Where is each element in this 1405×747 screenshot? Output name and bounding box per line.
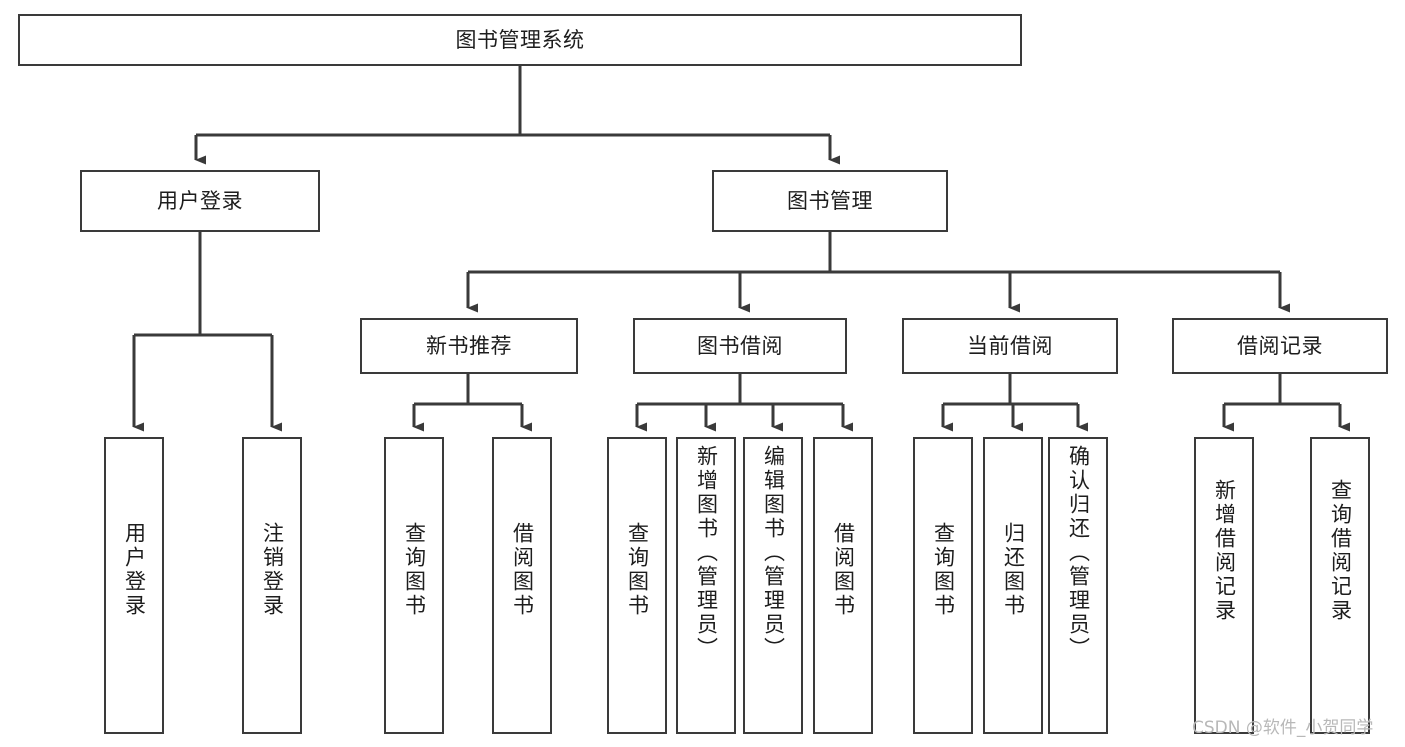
node-label: 确认归还（管理员） <box>1066 445 1091 661</box>
leaf-book-borrow-query-book[interactable]: 查询图书 <box>607 437 667 734</box>
node-label: 用户登录 <box>122 522 147 618</box>
leaf-borrow-record-query-record[interactable]: 查询借阅记录 <box>1310 437 1370 734</box>
node-label: 查询图书 <box>931 522 956 618</box>
node-label: 查询图书 <box>402 522 427 618</box>
leaf-user-login-logout[interactable]: 注销登录 <box>242 437 302 734</box>
node-label: 当前借阅 <box>967 333 1053 358</box>
node-label: 编辑图书（管理员） <box>761 445 786 661</box>
leaf-current-borrow-return-book[interactable]: 归还图书 <box>983 437 1043 734</box>
node-borrow-record[interactable]: 借阅记录 <box>1172 318 1388 374</box>
csdn-watermark: CSDN @软件_小贺同学 <box>1192 718 1374 738</box>
node-label: 借阅记录 <box>1237 333 1323 358</box>
node-label: 借阅图书 <box>510 522 535 618</box>
node-label: 用户登录 <box>157 188 243 213</box>
node-label: 图书管理 <box>787 188 873 213</box>
leaf-new-book-query-book[interactable]: 查询图书 <box>384 437 444 734</box>
node-label: 借阅图书 <box>831 522 856 618</box>
node-book-management[interactable]: 图书管理 <box>712 170 948 232</box>
node-user-login[interactable]: 用户登录 <box>80 170 320 232</box>
node-label: 新增图书（管理员） <box>694 445 719 661</box>
leaf-user-login-login[interactable]: 用户登录 <box>104 437 164 734</box>
node-label: 注销登录 <box>260 522 285 618</box>
node-label: 图书借阅 <box>697 333 783 358</box>
node-label: 查询借阅记录 <box>1328 479 1353 623</box>
leaf-new-book-borrow-book[interactable]: 借阅图书 <box>492 437 552 734</box>
node-current-borrow[interactable]: 当前借阅 <box>902 318 1118 374</box>
leaf-current-borrow-query-book[interactable]: 查询图书 <box>913 437 973 734</box>
node-label: 图书管理系统 <box>455 27 585 52</box>
node-book-borrow[interactable]: 图书借阅 <box>633 318 847 374</box>
node-label: 归还图书 <box>1001 522 1026 618</box>
node-label: 新书推荐 <box>426 333 512 358</box>
leaf-book-borrow-borrow-book[interactable]: 借阅图书 <box>813 437 873 734</box>
node-label: 查询图书 <box>625 522 650 618</box>
node-root-book-management-system[interactable]: 图书管理系统 <box>18 14 1022 66</box>
leaf-current-borrow-confirm-return-admin[interactable]: 确认归还（管理员） <box>1048 437 1108 734</box>
node-new-book-recommend[interactable]: 新书推荐 <box>360 318 578 374</box>
leaf-book-borrow-edit-book-admin[interactable]: 编辑图书（管理员） <box>743 437 803 734</box>
node-label: 新增借阅记录 <box>1212 479 1237 623</box>
leaf-book-borrow-add-book-admin[interactable]: 新增图书（管理员） <box>676 437 736 734</box>
leaf-borrow-record-add-record[interactable]: 新增借阅记录 <box>1194 437 1254 734</box>
